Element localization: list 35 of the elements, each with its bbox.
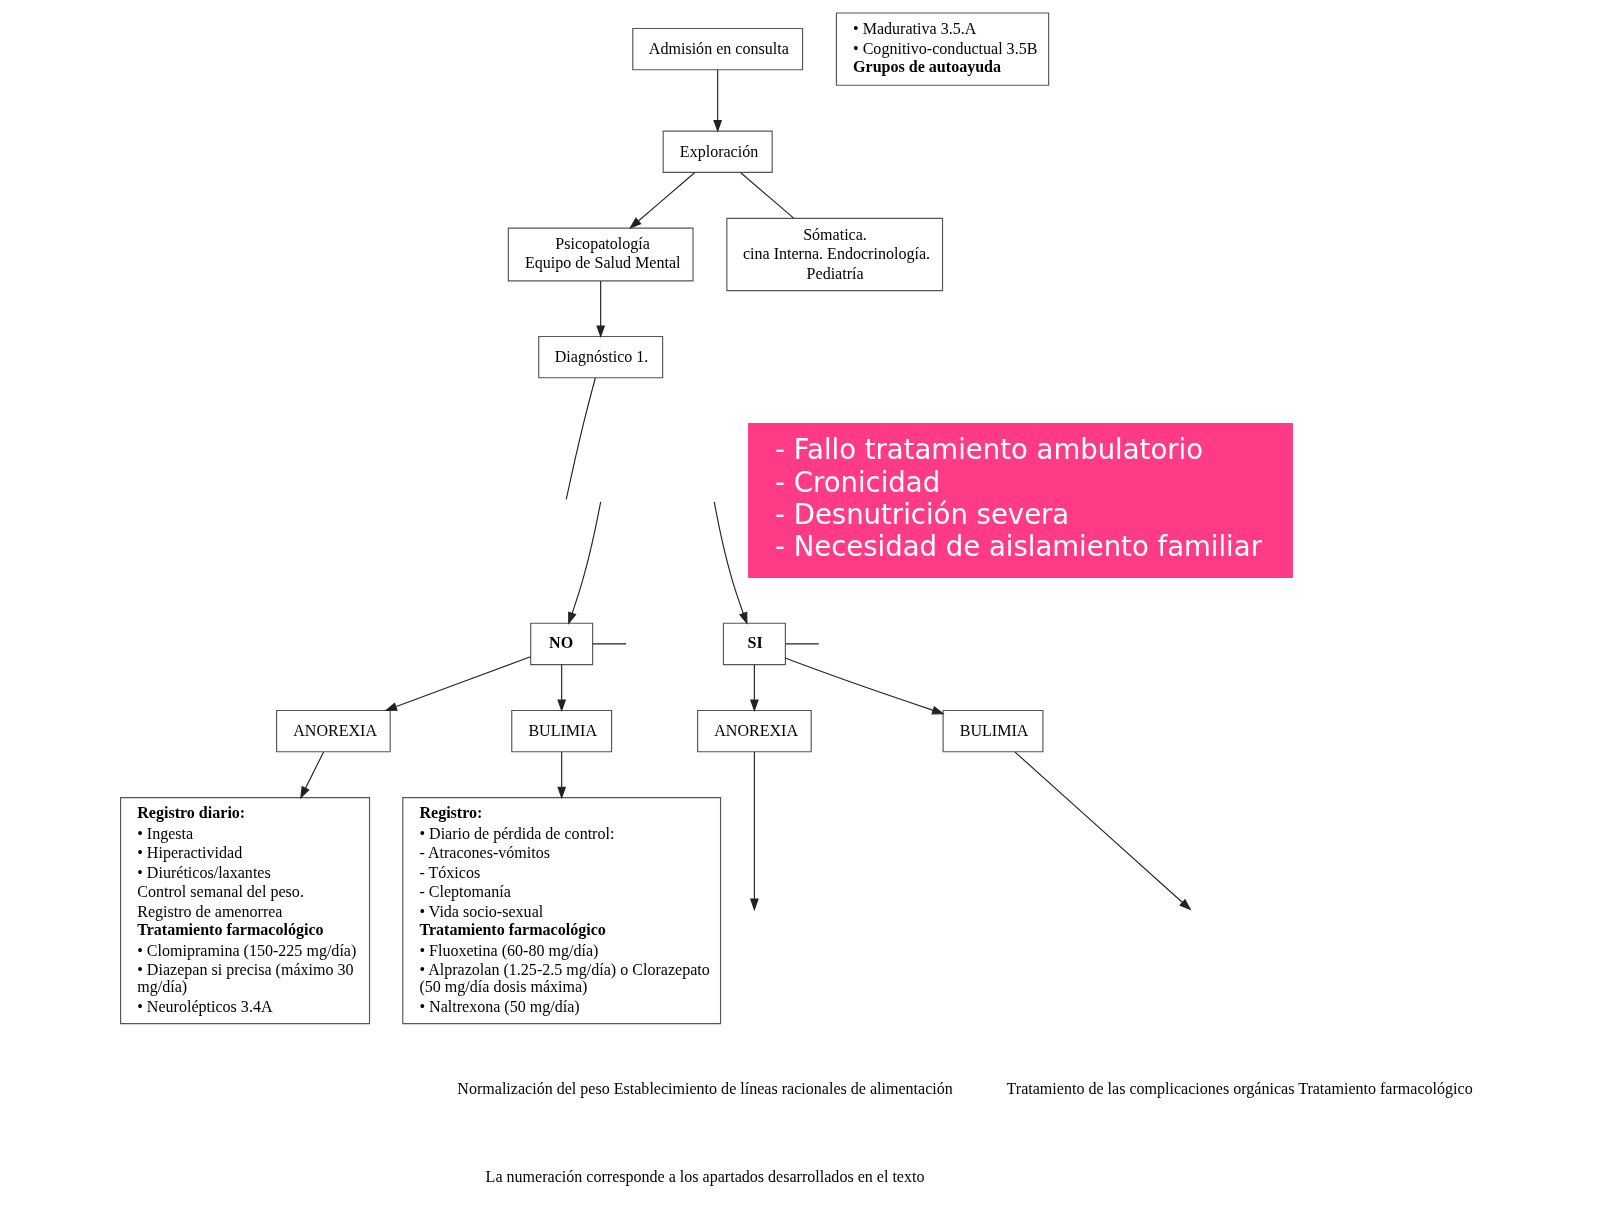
connector — [592, 643, 627, 645]
label: Normalización del peso Establecimiento de líneas racionales de alimentación — [457, 1080, 953, 1098]
arrow — [784, 657, 945, 715]
label: Tratamiento de las complicaciones orgánicas Tratamiento farmacológico — [1006, 1080, 1473, 1098]
node-box: Diagnóstico 1. — [538, 335, 664, 379]
node-box: Psicopatología Equipo de Salud Mental — [507, 227, 694, 282]
connector — [740, 172, 795, 219]
node-box: • Madurativa 3.5.A • Cognitivo-conductual 3.5B Grupos de autoayuda — [835, 12, 1050, 86]
arrow — [300, 751, 325, 800]
connector — [565, 377, 596, 500]
node-box: Registro diario: • Ingesta • Hiperactividad • Diuréticos/laxantes Control semanal del peso. Registro de amenorrea Tratamiento farmacológico • Clomipramina (150-225 mg/día) • Diazepan si precisa (máximo 30 mg/día) • Neurolépticos 3.4A — [120, 797, 371, 1025]
node-box: ANOREXIA — [697, 709, 812, 753]
label: La numeración corresponde a los apartados desarrollados en el texto — [485, 1167, 925, 1185]
node-box: BULIMIA — [511, 709, 613, 753]
node-box: ANOREXIA — [276, 709, 391, 753]
node-box: BULIMIA — [942, 709, 1044, 753]
node-box: Sómatica. cina Interna. Endocrinología. Pediatría — [726, 217, 944, 292]
node-box: SI — [722, 622, 786, 666]
arrow — [713, 69, 723, 133]
node-box: NO — [530, 622, 594, 666]
arrow — [596, 280, 606, 339]
arrow — [749, 664, 759, 713]
arrow — [557, 751, 567, 800]
connector — [784, 643, 820, 645]
node-box: - Fallo tratamiento ambulatorio - Cronicidad - Desnutrición severa - Necesidad de aislamiento familiar — [748, 423, 1293, 578]
node-box: Exploración — [662, 130, 773, 174]
arrow — [557, 664, 567, 713]
arrow — [384, 656, 531, 711]
node-box: Admisión en consulta — [632, 27, 804, 71]
node-box: Registro: • Diario de pérdida de control: - Atracones-vómitos - Tóxicos - Cleptomanía • Vida socio-sexual Tratamiento farmacológico • Fluoxetina (60-80 mg/día) • Alprazolan (1.25-2.5 mg/día) o Clorazepato (50 mg/día dosis máxima) • Naltrexona (50 mg/día) — [402, 797, 722, 1025]
arrow — [749, 751, 759, 912]
arrow — [629, 172, 696, 229]
arrow — [1014, 751, 1192, 911]
arrow — [568, 501, 602, 625]
arrow — [713, 501, 748, 625]
